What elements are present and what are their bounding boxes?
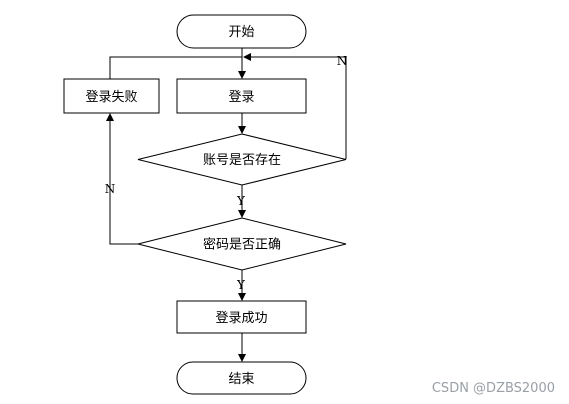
password-correct-decision (137, 217, 347, 271)
edge-password-no (109, 120, 138, 245)
edge-account-no-loop (250, 56, 347, 159)
start-label: 开始 (228, 25, 254, 40)
login-label: 登录 (228, 90, 254, 105)
account-exists-decision (137, 133, 347, 186)
login-process (176, 78, 307, 114)
arrowhead (238, 126, 246, 134)
start-terminal (176, 14, 307, 49)
login-success-label: 登录成功 (215, 311, 267, 326)
edge-label-password-yes: Y (236, 278, 246, 292)
arrowhead (243, 53, 251, 61)
edge-label-account-no: N (337, 54, 348, 68)
edge-label-account-yes: Y (236, 194, 246, 208)
edge-failed-to-login (109, 56, 242, 79)
end-terminal (176, 361, 307, 395)
end-label: 结束 (228, 372, 254, 387)
login-success-process (176, 300, 307, 334)
login-failed-label: 登录失败 (85, 90, 137, 105)
watermark-text: CSDN @DZBS2000 (432, 381, 555, 396)
arrowhead (106, 113, 114, 121)
login-failed-process (63, 78, 160, 114)
account-exists-label: 账号是否存在 (203, 153, 281, 168)
arrowhead (238, 71, 246, 79)
arrowhead (238, 293, 246, 301)
edge-label-password-no: N (105, 182, 116, 196)
arrowhead (238, 354, 246, 362)
password-correct-label: 密码是否正确 (203, 237, 281, 253)
arrowhead (238, 210, 246, 218)
